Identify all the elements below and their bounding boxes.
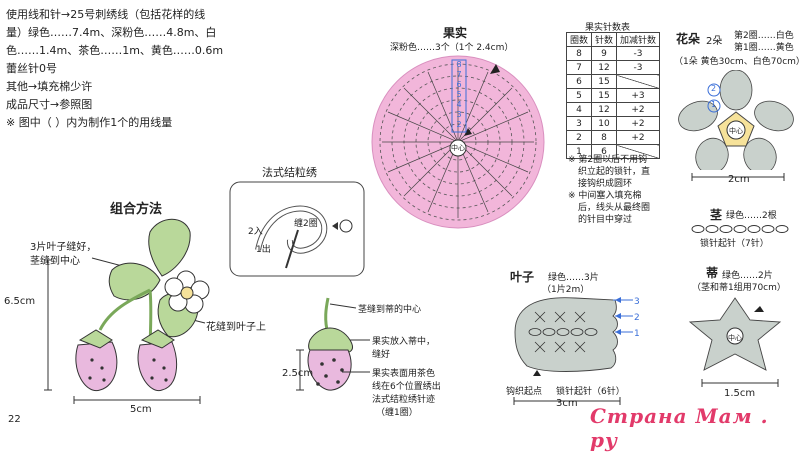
table-note: 织立起的锁针，直 [578, 167, 651, 177]
flower-dim: 2cm [728, 174, 750, 185]
assembly-note-leaves: 3片叶子缝好， [30, 242, 97, 253]
assembly-title: 组合方法 [110, 202, 163, 217]
ring-number: 7 [456, 70, 462, 79]
flower-round1: 第1圈……黄色 [734, 43, 794, 53]
materials-line: ※ 图中（ ）内为制作1个的用线量 [6, 116, 173, 129]
leaf-dim-line [513, 397, 621, 405]
materials-line: 使用线和针→25号刺绣线（包括花样的线 [6, 8, 206, 21]
fruit-detail-note-knot: 线在6个位置绣出 [372, 382, 441, 392]
leaf-start-label: 钩织起点 [506, 387, 543, 397]
french-knot-wrap-label: 缠2圈 [294, 219, 318, 229]
berry-shape [75, 329, 178, 392]
fruit-detail-dim: 2.5cm [282, 368, 314, 379]
page-number: 22 [8, 414, 21, 425]
table-note: ※ 第2圈以后不用钩 [568, 155, 648, 165]
stem-info: 绿色……2根 [726, 211, 777, 221]
fruit-detail-note-sew: 茎缝到蒂的中心 [358, 305, 422, 315]
assembly-note-flower: 花缝到叶子上 [206, 322, 266, 333]
assembly-illustration [44, 218, 210, 404]
materials-line: 蕾丝针0号 [6, 62, 57, 75]
flower-title: 花朵 [676, 32, 701, 46]
fruit-detail-note-stuff: 缝好 [372, 350, 391, 360]
table-header: 针数 [591, 32, 618, 47]
leaf-info: 绿色……3片 [548, 273, 599, 283]
fruit-info: 深粉色……3个（1个 2.4cm） [390, 43, 514, 53]
ring-number: 4 [456, 100, 462, 109]
materials-line: 量）绿色……7.4m、深粉色……4.8m、白 [6, 26, 217, 39]
leaf-title: 叶子 [510, 270, 535, 284]
assembly-dim-height: 6.5cm [4, 296, 36, 307]
flower-chart [678, 70, 794, 170]
table-note: ※ 中间塞入填充棉 [568, 191, 642, 201]
table-header: 加减针数 [616, 32, 661, 47]
flower-shape [164, 270, 210, 314]
ring-number: 6 [456, 80, 462, 89]
materials-line: 成品尺寸→参照图 [6, 98, 93, 111]
fruit-detail-note-stuff: 果实放入蒂中， [372, 337, 436, 347]
ring-number: 8 [456, 60, 462, 69]
flower-dim-line [691, 173, 785, 181]
row-marker: 2 [634, 313, 640, 323]
fruit-detail-note-knot: （缠1圈） [376, 408, 418, 418]
leaf-chain-label: 锁针起针（6针） [556, 387, 625, 397]
table-note: 后，线头从最终圈 [578, 203, 651, 213]
fruit-detail-note-knot: 果实表面用茶色 [372, 369, 436, 379]
flower-center-label: 中心 [729, 127, 743, 135]
french-knot-out-label: 1出 [256, 245, 271, 255]
stitch-table-notes: ※ 第2圈以后不用钩 织立起的锁针，直 接钩织成圆环 ※ 中间塞入填充棉 后，线… [568, 154, 650, 226]
calyx-dim-line [701, 379, 779, 387]
fruit-title: 果实 [443, 26, 468, 40]
leaf-dim: 3cm [556, 398, 578, 409]
table-note: 接钩织成圆环 [578, 179, 633, 189]
calyx-dim: 1.5cm [724, 388, 756, 399]
stem-chain [691, 225, 789, 233]
leaf-usage: （1片2m） [542, 285, 590, 295]
materials-block: 使用线和针→25号刺绣线（包括花样的线 量）绿色……7.4m、深粉色……4.8m… [6, 6, 223, 132]
flower-ring1: 1 [711, 100, 717, 109]
flower-usage: （1朵 黄色30cm、白色70cm） [674, 57, 800, 67]
flower-round2: 第2圈……白色 [734, 31, 794, 41]
table-header: 圈数 [565, 32, 593, 47]
watermark: Страна Мам . ру [590, 404, 769, 452]
fruit-center-label: 中心 [451, 144, 465, 152]
assembly-dim-width: 5cm [130, 404, 152, 415]
french-knot-in-label: 2入 [248, 227, 263, 237]
fruit-chart [371, 55, 545, 229]
assembly-note-stem: 茎缝到中心 [30, 256, 80, 267]
flower-count: 2朵 [706, 36, 723, 47]
calyx-title: 蒂 [706, 266, 719, 280]
ring-number: 5 [456, 90, 462, 99]
calyx-chart [688, 297, 782, 371]
table-note: 的针目中穿过 [578, 215, 633, 225]
stitch-table-title: 果实针数表 [585, 23, 631, 33]
calyx-usage: （茎和蒂1组用70cm） [692, 283, 786, 293]
calyx-center-label: 中心 [728, 334, 742, 342]
stem-chain-label: 锁针起针（7针） [700, 239, 769, 249]
leaf-row-markers: 3 2 1 [634, 294, 640, 342]
calyx-info: 绿色……2片 [722, 271, 773, 281]
fruit-ring-numbers: 8 7 6 5 4 3 2 [454, 60, 464, 130]
stem-title: 茎 [710, 208, 723, 222]
row-marker: 1 [634, 329, 640, 339]
flower-ring2: 2 [711, 84, 717, 93]
french-knot-diagram [229, 181, 365, 277]
french-knot-title: 法式结粒绣 [262, 166, 317, 179]
materials-line: 其他→填充棉少许 [6, 80, 93, 93]
ring-number: 2 [456, 120, 462, 129]
fruit-detail-illustration [296, 297, 370, 391]
fruit-detail-note-knot: 法式结粒绣针迹 [372, 395, 436, 405]
leaf-chart [514, 297, 633, 376]
materials-line: 色……1.4m、茶色……1m、黄色……0.6m [6, 44, 224, 57]
row-marker: 3 [634, 297, 640, 307]
ring-number: 3 [456, 110, 462, 119]
